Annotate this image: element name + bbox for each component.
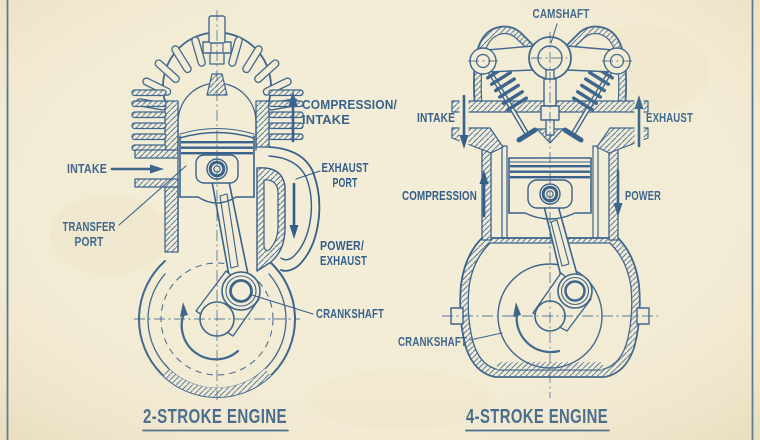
engine-blueprint-page: COMPRESSION/ INTAKE INTAKE TRANSFER PORT… <box>0 0 760 440</box>
paper-vignette <box>0 0 760 440</box>
blueprint-canvas: COMPRESSION/ INTAKE INTAKE TRANSFER PORT… <box>0 0 760 440</box>
